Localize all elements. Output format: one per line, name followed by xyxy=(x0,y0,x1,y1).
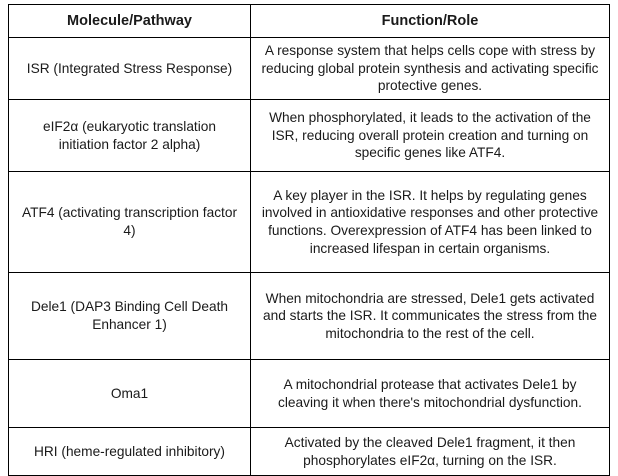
table-row: Dele1 (DAP3 Binding Cell Death Enhancer … xyxy=(8,272,610,360)
cell-function-isr: A response system that helps cells cope … xyxy=(250,37,610,100)
cell-molecule-atf4: ATF4 (activating transcription factor 4) xyxy=(8,171,251,273)
column-header-function-role: Function/Role xyxy=(250,4,610,38)
table-header-row: Molecule/Pathway Function/Role xyxy=(8,4,610,38)
table-row: ISR (Integrated Stress Response) A respo… xyxy=(8,37,610,100)
cell-function-dele1: When mitochondria are stressed, Dele1 ge… xyxy=(250,272,610,360)
table-row: Oma1 A mitochondrial protease that activ… xyxy=(8,359,610,428)
molecule-function-table: Molecule/Pathway Function/Role ISR (Inte… xyxy=(8,4,610,476)
cell-molecule-dele1: Dele1 (DAP3 Binding Cell Death Enhancer … xyxy=(8,272,251,360)
cell-molecule-isr: ISR (Integrated Stress Response) xyxy=(8,37,251,100)
cell-molecule-eif2a: eIF2α (eukaryotic translation initiation… xyxy=(8,99,251,172)
column-header-molecule-pathway: Molecule/Pathway xyxy=(8,4,251,38)
cell-function-atf4: A key player in the ISR. It helps by reg… xyxy=(250,171,610,273)
cell-molecule-hri: HRI (heme-regulated inhibitory) xyxy=(8,427,251,476)
cell-function-oma1: A mitochondrial protease that activates … xyxy=(250,359,610,428)
table-body: ISR (Integrated Stress Response) A respo… xyxy=(8,37,610,476)
cell-function-hri: Activated by the cleaved Dele1 fragment,… xyxy=(250,427,610,476)
cell-function-eif2a: When phosphorylated, it leads to the act… xyxy=(250,99,610,172)
table-header: Molecule/Pathway Function/Role xyxy=(8,4,610,38)
table-row: ATF4 (activating transcription factor 4)… xyxy=(8,171,610,273)
table-row: HRI (heme-regulated inhibitory) Activate… xyxy=(8,427,610,476)
cell-molecule-oma1: Oma1 xyxy=(8,359,251,428)
table-row: eIF2α (eukaryotic translation initiation… xyxy=(8,99,610,172)
